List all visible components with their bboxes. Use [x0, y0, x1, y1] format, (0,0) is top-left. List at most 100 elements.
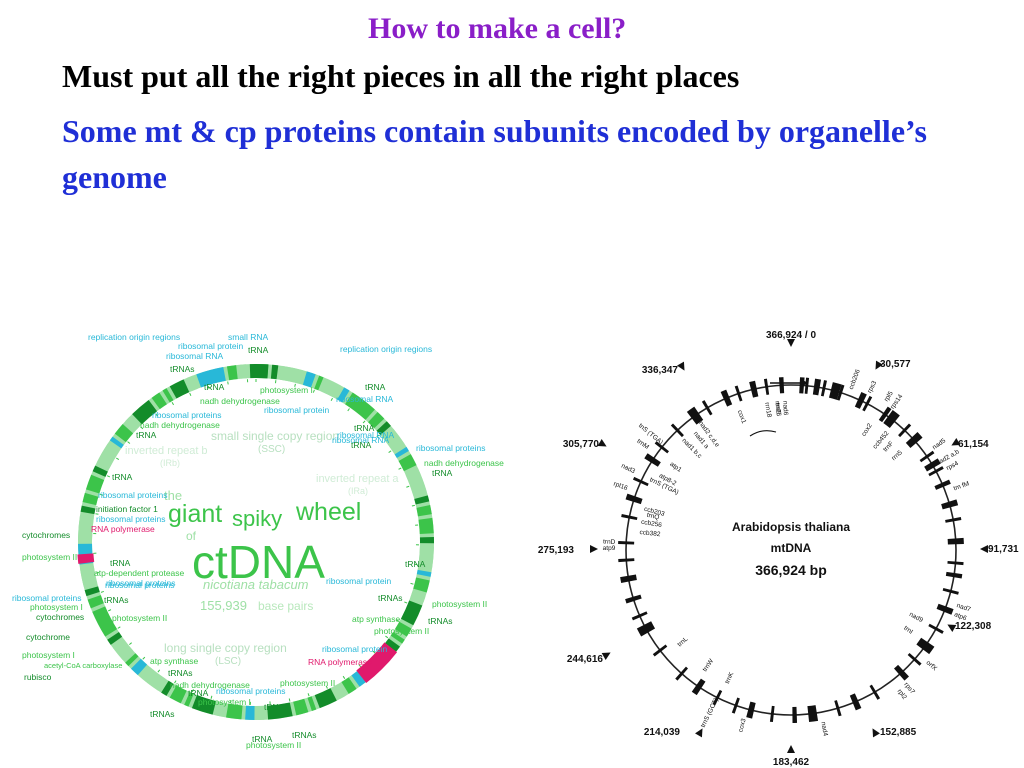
ctdna-gene-label: photosystem II — [112, 613, 167, 623]
ctdna-gene-label: tRNA — [136, 430, 157, 440]
mtdna-gene-block — [701, 400, 713, 416]
ctdna-ring-tick — [388, 450, 392, 453]
ctdna-word-ctdna: ctDNA — [192, 536, 325, 588]
ctdna-gene-label: tRNA — [351, 440, 372, 450]
mtdna-gene-block — [654, 441, 669, 454]
triangle-marker-icon — [947, 624, 957, 632]
ctdna-ring-segment — [87, 595, 104, 609]
ctdna-ring-segment — [376, 421, 391, 436]
ctdna-word-of: of — [186, 529, 197, 543]
ctdna-ring-tick — [129, 642, 132, 645]
mtdna-gene-block — [792, 706, 798, 723]
ctdna-gene-label: cytochrome — [26, 632, 70, 642]
ctdna-ring-segment — [169, 685, 187, 704]
ctdna-ring-segment — [368, 412, 385, 429]
ctdna-ring-tick — [142, 656, 146, 660]
ctdna-ring-segment — [187, 375, 198, 391]
ctdna-ring-segment — [85, 474, 105, 494]
ctdna-ring-tick — [395, 619, 399, 622]
triangle-marker-icon — [787, 339, 795, 347]
triangle-marker-icon — [787, 745, 795, 753]
ctdna-ring-segment — [394, 446, 409, 459]
mtdna-species: Arabidopsis thaliana — [732, 520, 850, 534]
ctdna-gene-label: photosystem I — [198, 697, 251, 707]
ctdna-gene-label: replication origin regions — [88, 332, 180, 342]
ctdna-ring-segment — [162, 388, 174, 403]
ctdna-word-the: the — [164, 488, 182, 503]
ctdna-ring-segment — [109, 436, 124, 449]
ctdna-gene-label: nadh dehydrogenase — [140, 420, 220, 430]
ctdna-ring-tick — [127, 441, 131, 444]
ctdna-ring-tick — [189, 392, 192, 397]
mtdna-gene-label: nad5 — [931, 437, 947, 451]
ctdna-gene-label: nadh dehydrogenase — [170, 680, 250, 690]
ctdna-gene-label: photosystem II — [246, 740, 301, 750]
mtdna-gene-label: trnM — [635, 438, 650, 451]
ctdna-gene-label: RNA polymerase — [308, 657, 372, 667]
mtdna-gene-label: trnK — [724, 671, 736, 685]
mtdna-coordinate-label: 336,347 — [642, 365, 679, 376]
mtdna-gene-block — [807, 705, 819, 723]
ctdna-gene-label: ribosomal proteins — [416, 443, 485, 453]
ctdna-gene-label: photosystem II — [374, 626, 429, 636]
ctdna-ring-segment — [390, 632, 405, 644]
ctdna-rna-polymerase-block — [356, 642, 398, 684]
mtdna-gene-block — [618, 540, 635, 545]
triangle-marker-icon — [601, 652, 611, 660]
ctdna-ring-tick — [376, 434, 380, 438]
ctdna-gene-label: tRNAs — [264, 702, 289, 712]
ctdna-ring-segment — [191, 695, 217, 715]
mtdna-gene-label: rps3 — [866, 380, 878, 395]
mtdna-gene-block — [636, 621, 656, 637]
ctdna-ring-segment — [96, 443, 120, 469]
ctdna-ring-tick — [294, 383, 296, 387]
ctdna-ring-segment — [107, 632, 123, 645]
mtdna-gene-block — [907, 653, 922, 666]
ctdna-size-unit: base pairs — [258, 599, 313, 613]
triangle-marker-icon — [677, 361, 685, 371]
ctdna-ring-segment — [418, 546, 434, 569]
ctdna-ring-tick — [116, 457, 120, 461]
ctdna-ring-segment — [226, 703, 243, 720]
mtdna-gene-block — [686, 406, 704, 425]
ctdna-region-ssc: small single copy region — [211, 429, 339, 443]
ctdna-ring-segment — [196, 367, 226, 388]
ctdna-gene-label: photosystem I — [260, 385, 313, 395]
ctdna-region-ssc-abbr: (SSC) — [258, 444, 285, 455]
mtdna-gene-block — [720, 389, 733, 407]
ctdna-ring-segment — [307, 696, 317, 711]
mtdna-gene-block — [625, 594, 642, 604]
ctdna-ring-segment — [382, 428, 405, 452]
ctdna-ring-segment — [419, 537, 434, 544]
ctdna-gene-label: tRNAs — [104, 595, 129, 605]
ctdna-ring-tick — [95, 572, 100, 574]
ctdna-gene-label: tRNA — [365, 382, 386, 392]
mtdna-gene-block — [691, 678, 706, 696]
mtdna-gene-block — [675, 666, 688, 681]
slide-line-2: Some mt & cp proteins contain subunits e… — [62, 113, 927, 195]
ctdna-ring-tick — [404, 601, 408, 604]
mtdna-gene-label: rpl5 — [883, 390, 895, 403]
ctdna-gene-label: ribosomal protein — [264, 405, 329, 415]
ctdna-gene-label: tRNA — [252, 734, 273, 744]
mtdna-coordinate-label: 183,462 — [773, 757, 810, 768]
ctdna-gene-label: atp synthase — [352, 614, 400, 624]
triangle-marker-icon — [590, 545, 598, 553]
ctdna-ring-segment — [258, 705, 265, 720]
mtdna-gene-block — [734, 385, 743, 402]
mtdna-gene-label: nad7 — [956, 602, 972, 613]
ctdna-ring-segment — [125, 416, 140, 431]
ctdna-ring-segment — [79, 566, 98, 587]
ctdna-ring-segment — [131, 658, 148, 676]
ctdna-gene-label: ribosomal proteins — [96, 514, 165, 524]
ctdna-ring-segment — [169, 379, 190, 399]
ctdna-ring-segment — [416, 569, 432, 577]
ctdna-gene-label: tRNA — [248, 345, 269, 355]
ctdna-gene-label: tRNA — [432, 468, 453, 478]
ctdna-ring-segment — [333, 683, 346, 699]
ctdna-ring-tick — [117, 626, 121, 629]
ctdna-ring-segment — [414, 495, 430, 505]
ctdna-ring — [77, 364, 435, 720]
